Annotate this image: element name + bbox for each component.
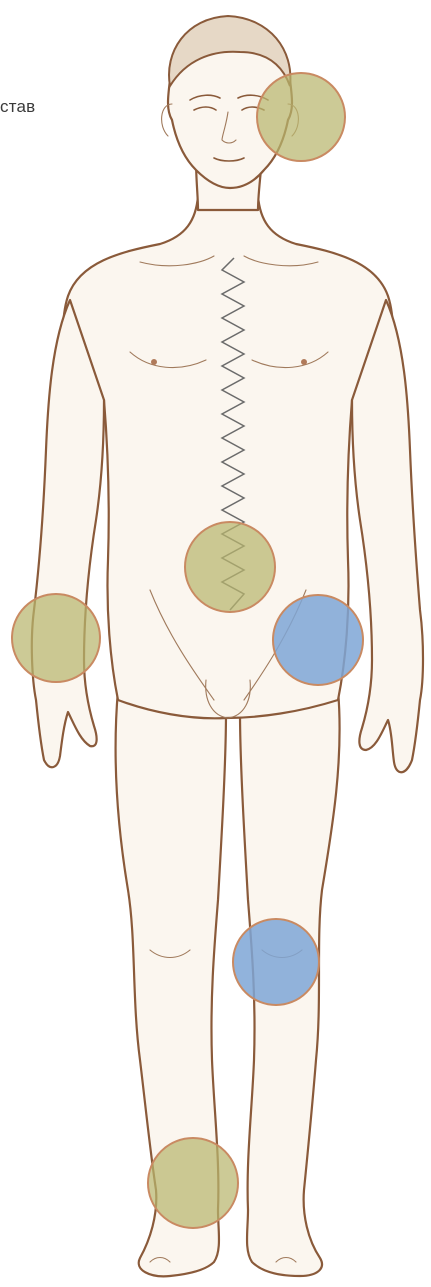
right-wrist-marker	[12, 594, 100, 682]
left-nipple	[301, 359, 307, 365]
left-knee-marker	[233, 919, 319, 1005]
left-arm	[352, 300, 423, 772]
right-nipple	[151, 359, 157, 365]
right-arm	[32, 300, 104, 767]
jaw-marker	[257, 73, 345, 161]
right-ankle-marker	[148, 1138, 238, 1228]
left-hip-marker	[273, 595, 363, 685]
abdomen-marker	[185, 522, 275, 612]
